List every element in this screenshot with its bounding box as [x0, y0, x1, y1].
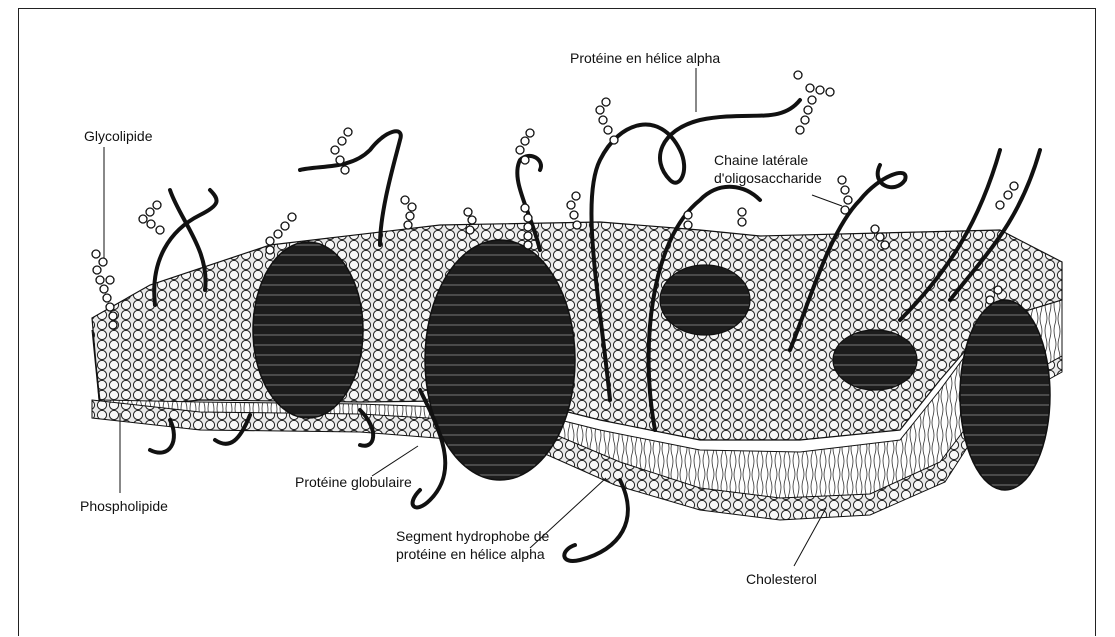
label-cholesterol: Cholesterol — [746, 570, 817, 588]
label-chaine-line1: Chaine latérale — [714, 151, 844, 169]
protein-globular-5 — [960, 300, 1050, 490]
label-phospholipide: Phospholipide — [80, 497, 168, 515]
label-segment-line1: Segment hydrophobe de — [396, 527, 596, 545]
label-proteine-globulaire: Protéine globulaire — [295, 473, 412, 491]
protein-globular-1 — [253, 242, 363, 418]
protein-globular-3 — [660, 265, 750, 335]
protein-globular-4 — [833, 330, 917, 390]
label-segment-hydrophobe: Segment hydrophobe de protéine en hélice… — [396, 527, 596, 563]
label-helice-alpha: Protéine en hélice alpha — [570, 49, 720, 67]
label-chaine-laterale: Chaine latérale d'oligosaccharide — [714, 151, 844, 187]
label-segment-line2: protéine en hélice alpha — [396, 545, 596, 563]
label-chaine-line2: d'oligosaccharide — [714, 169, 844, 187]
label-glycolipide: Glycolipide — [84, 127, 152, 145]
leader-globulaire — [372, 446, 418, 476]
leader-chaine — [812, 195, 842, 206]
protein-globular-2 — [425, 240, 575, 480]
